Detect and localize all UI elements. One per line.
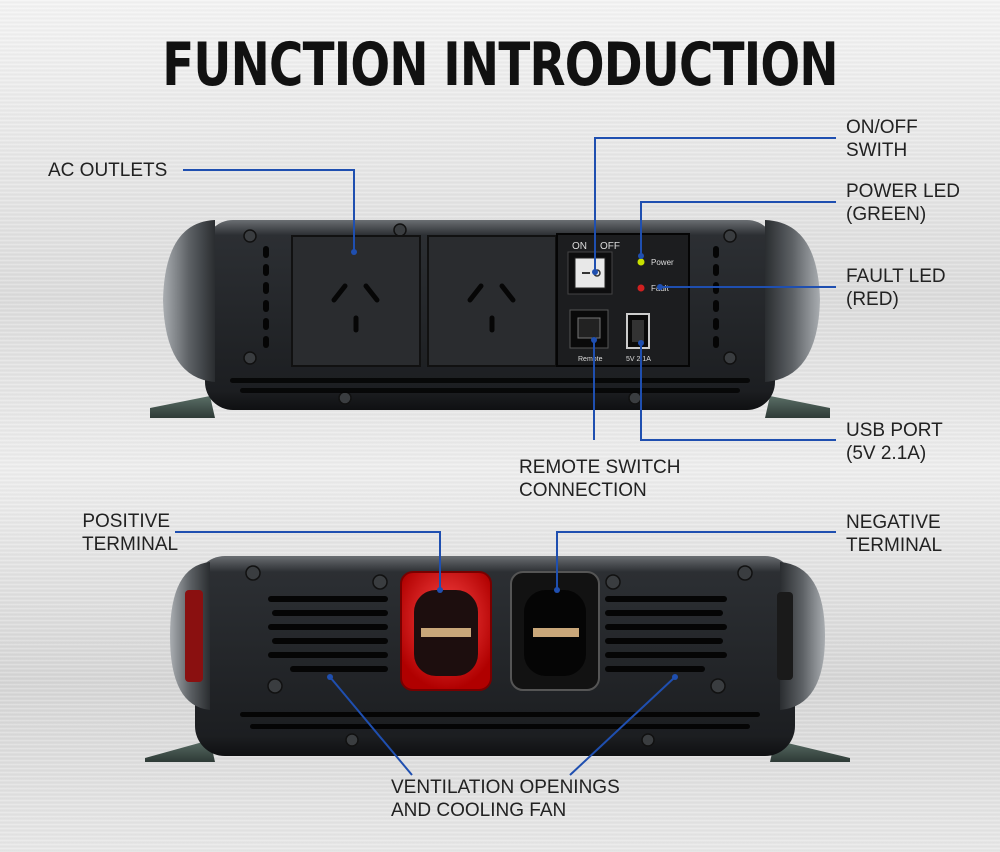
label-ventilation: VENTILATION OPENINGS AND COOLING FAN	[391, 776, 620, 822]
panel-remote-text: Remote	[578, 356, 603, 363]
on-off-text-line2: SWITH	[846, 140, 908, 161]
power-led-text-line1: POWER LED	[846, 181, 961, 202]
leader-lines	[175, 137, 836, 776]
label-positive-terminal: POSITIVE TERMINAL	[82, 510, 179, 556]
label-power-led: POWER LED (GREEN)	[846, 180, 960, 226]
positive-text-line1: POSITIVE	[82, 511, 170, 532]
positive-text-line2: TERMINAL	[82, 534, 179, 555]
fault-led-text-line2: (RED)	[846, 289, 899, 310]
panel-power-text: Power	[651, 258, 674, 267]
usb-text-line2: (5V 2.1A)	[846, 443, 927, 464]
vent-text-line1: VENTILATION OPENINGS	[391, 777, 620, 798]
remote-text-line2: CONNECTION	[519, 480, 647, 501]
rear-view-unit	[145, 556, 850, 762]
negative-text-line2: TERMINAL	[846, 535, 943, 556]
panel-on-text: ON	[572, 241, 587, 252]
negative-terminal	[510, 571, 600, 691]
label-fault-led: FAULT LED (RED)	[846, 265, 946, 311]
ac-outlets	[291, 235, 557, 367]
negative-text-line1: NEGATIVE	[846, 512, 941, 533]
on-off-text-line1: ON/OFF	[846, 117, 918, 138]
panel-usb-text: 5V 2.1A	[626, 356, 651, 363]
remote-text-line1: REMOTE SWITCH	[519, 457, 681, 478]
power-led-text-line2: (GREEN)	[846, 204, 927, 225]
front-view-unit	[150, 220, 830, 418]
usb-text-line1: USB PORT	[846, 420, 943, 441]
fault-led-text-line1: FAULT LED	[846, 266, 946, 287]
vent-text-line2: AND COOLING FAN	[391, 800, 567, 821]
page-title: FUNCTION INTRODUCTION	[162, 30, 838, 100]
ac-outlets-text: AC OUTLETS	[48, 160, 168, 181]
label-usb-port: USB PORT (5V 2.1A)	[846, 419, 943, 465]
label-ac-outlets: AC OUTLETS	[48, 159, 167, 182]
label-on-off-switch: ON/OFF SWITH	[846, 116, 918, 162]
label-negative-terminal: NEGATIVE TERMINAL	[846, 511, 942, 557]
positive-terminal	[400, 571, 492, 691]
panel-off-text: OFF	[600, 241, 620, 252]
ventilation-openings	[240, 596, 760, 729]
label-remote-switch: REMOTE SWITCH CONNECTION	[519, 456, 681, 502]
control-panel	[556, 233, 690, 367]
